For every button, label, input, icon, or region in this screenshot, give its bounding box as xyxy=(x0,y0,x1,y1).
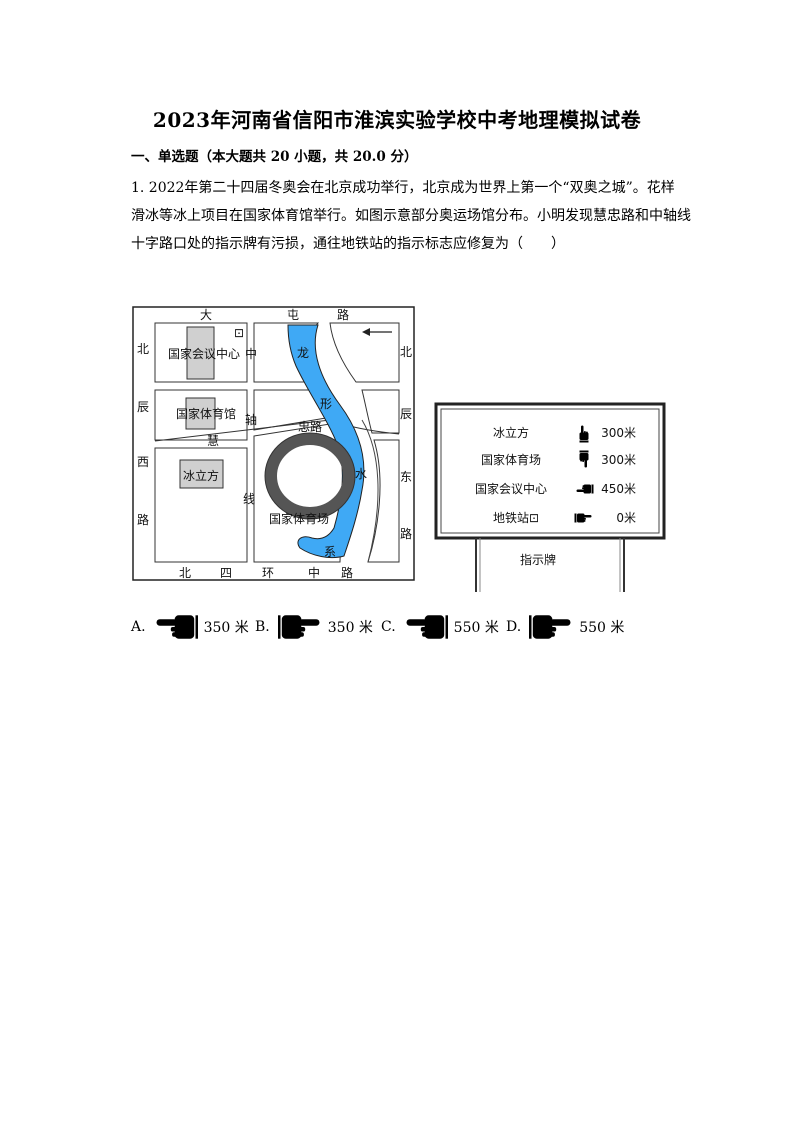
metro-icon: ⊡ xyxy=(529,511,539,525)
map-block xyxy=(154,322,248,383)
road-label-west: 路 xyxy=(137,512,149,527)
section-heading: 一、单选题（本大题共 20 小题，共 20.0 分） xyxy=(131,149,418,165)
map-block xyxy=(154,447,248,563)
label-national-gym: 国家体育馆 xyxy=(176,406,236,421)
option-letter: D. xyxy=(506,619,522,635)
sign-distance: 450米 xyxy=(601,482,636,496)
question-figure: 大屯路北四环中路北辰西路北辰东路慧忠路中轴线龙形水系国家会议中心国家体育馆冰立方… xyxy=(132,306,666,592)
road-label-south: 环 xyxy=(262,566,274,580)
label-convention-center: 国家会议中心 xyxy=(168,346,240,361)
road-label-east: 东 xyxy=(400,470,412,484)
road-label-north: 大 xyxy=(200,308,212,322)
road-label-north: 路 xyxy=(337,307,349,322)
sign-panel-inner xyxy=(440,408,660,534)
sign-distance: 0米 xyxy=(616,511,636,525)
huizhong-road xyxy=(154,419,400,442)
sign-distance: 300米 xyxy=(601,453,636,467)
water-cube-shape xyxy=(179,459,224,489)
road-label-east: 北 xyxy=(400,345,412,359)
sign-panel xyxy=(434,402,666,540)
river-label: 形 xyxy=(320,397,332,411)
option-letter: B. xyxy=(255,619,270,635)
road-label-north: 屯 xyxy=(287,308,299,322)
sign-destination: 冰立方 xyxy=(493,425,529,440)
road-label-huizhong: 忠路 xyxy=(298,419,322,434)
map-border xyxy=(132,306,415,581)
olympic-venue-map xyxy=(132,306,415,581)
road-label-east: 辰 xyxy=(400,407,412,421)
sign-destination: 国家会议中心 xyxy=(475,481,547,496)
label-national-stadium: 国家体育场 xyxy=(269,511,329,526)
option-d[interactable]: D. 550 米 xyxy=(506,612,624,642)
option-a[interactable]: A. 350 米 xyxy=(131,612,249,642)
river-label: 系 xyxy=(324,545,336,559)
river-label: 龙 xyxy=(297,346,309,360)
label-water-cube: 冰立方 xyxy=(183,468,219,483)
metro-icon: ⊡ xyxy=(234,326,244,340)
map-block xyxy=(329,322,400,383)
river-bank xyxy=(361,419,379,563)
road-label-axis: 线 xyxy=(243,492,255,506)
sign-board xyxy=(434,402,666,592)
option-letter: A. xyxy=(131,619,146,635)
road-label-south: 北 xyxy=(179,566,191,580)
road-label-east: 路 xyxy=(400,526,412,541)
question-line: 滑冰等冰上项目在国家体育馆举行。如图示意部分奥运场馆分布。小明发现慧忠路和中轴线 xyxy=(131,208,691,224)
option-letter: C. xyxy=(381,619,396,635)
stadium-outline xyxy=(264,432,356,520)
question-line: 1. 2022年第二十四届冬奥会在北京成功举行，北京成为世界上第一个“双奥之城”… xyxy=(131,180,675,196)
map-block xyxy=(154,389,248,441)
sign-caption: 指示牌 xyxy=(520,552,556,567)
hand-pointing-left-icon xyxy=(406,615,448,639)
question-line: 十字路口处的指示牌有污损，通往地铁站的指示标志应修复为（ ） xyxy=(131,236,565,252)
option-distance: 350 米 xyxy=(203,620,249,636)
sign-destination: 地铁站 xyxy=(493,511,529,525)
stadium-ring xyxy=(265,433,355,519)
road-label-axis: 中 xyxy=(245,346,257,361)
option-distance: 350 米 xyxy=(327,620,373,636)
road-label-huizhong: 慧 xyxy=(207,433,219,448)
hand-pointing-right-icon xyxy=(529,615,571,639)
page-title: 2023年河南省信阳市淮滨实验学校中考地理模拟试卷 xyxy=(152,108,642,132)
road-label-west: 辰 xyxy=(137,400,149,414)
road-label-south: 四 xyxy=(220,566,232,580)
river-label: 水 xyxy=(355,467,367,481)
road-label-west: 北 xyxy=(137,342,149,356)
option-distance: 550 米 xyxy=(579,620,625,636)
convention-center-shape xyxy=(186,326,215,380)
road-label-south: 中 xyxy=(308,565,320,580)
sign-destination: 国家体育场 xyxy=(481,452,541,467)
option-c[interactable]: C. 550 米 xyxy=(381,612,499,642)
question-text: 1. 2022年第二十四届冬奥会在北京成功举行，北京成为世界上第一个“双奥之城”… xyxy=(131,174,691,258)
north-arrow-head xyxy=(362,328,370,336)
road-label-west: 西 xyxy=(137,455,149,469)
map-block xyxy=(361,389,400,434)
hand-pointing-left-icon xyxy=(156,615,198,639)
map-block xyxy=(367,439,400,563)
road-label-axis: 轴 xyxy=(245,412,257,427)
gym-shape xyxy=(185,397,216,430)
answer-options: A. 350 米 B. 350 米 C. 550 米 D. 550 米 xyxy=(131,612,691,642)
option-distance: 550 米 xyxy=(453,620,499,636)
hand-pointing-right-icon xyxy=(277,615,320,639)
option-b[interactable]: B. 350 米 xyxy=(255,612,373,642)
sign-distance: 300米 xyxy=(601,426,636,440)
road-label-south: 路 xyxy=(341,565,353,580)
